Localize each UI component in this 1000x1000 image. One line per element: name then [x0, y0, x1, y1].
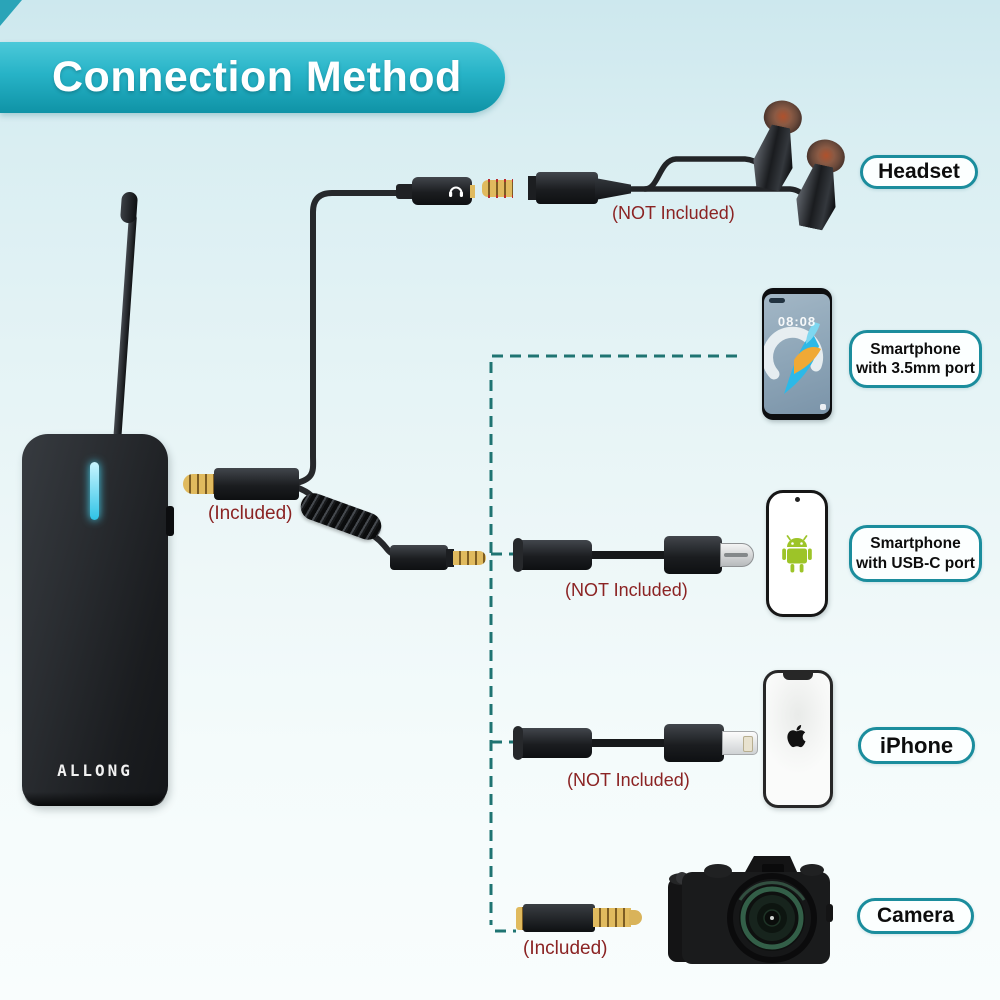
wallpaper-art [764, 322, 824, 394]
label-iphone: iPhone [858, 727, 975, 764]
label-smartphone-usbc-text: Smartphone with USB-C port [856, 535, 975, 572]
android-icon [782, 535, 812, 573]
usbc-connector-tip [720, 543, 754, 567]
headset-plug-red-mark-bottom [482, 195, 513, 198]
label-iphone-text: iPhone [879, 732, 954, 758]
camera-device [666, 848, 838, 973]
label-camera-text: Camera [876, 904, 955, 927]
iphone-notch [783, 672, 813, 680]
lightning-connector-body [664, 724, 724, 762]
headset-plug-ring [528, 176, 538, 200]
usbc-connector-slot [724, 553, 748, 557]
apple-logo-icon [787, 724, 806, 748]
receiver-side-button [166, 506, 174, 536]
label-headset: Headset [860, 155, 978, 189]
label-smartphone-35mm: Smartphone with 3.5mm port [849, 330, 982, 388]
label-smartphone-usbc: Smartphone with USB-C port [849, 525, 982, 582]
note-camera-adapter: (Included) [523, 938, 608, 959]
included-plug-left-body [214, 468, 299, 500]
receiver-to-jack-cable [289, 190, 419, 487]
usbc-adapter-jack-lip [513, 538, 523, 572]
corner-decoration [0, 0, 22, 26]
smartphone-35mm: 08:08 [762, 288, 832, 420]
female-jack-barrel [412, 177, 472, 205]
note-lightning-adapter: (NOT Included) [567, 770, 690, 790]
receiver-led-indicator [90, 462, 99, 520]
usbc-connector-body [664, 536, 722, 574]
lightning-adapter-jack [513, 726, 592, 760]
usbc-adapter-jack [513, 538, 592, 572]
front-camera-dot [795, 497, 800, 502]
camera-adapter-rim [516, 907, 525, 930]
note-headset: (NOT Included) [612, 203, 735, 223]
title-banner: Connection Method [0, 42, 505, 113]
headphone-icon [449, 186, 463, 197]
included-plug-left-tip [183, 474, 216, 494]
headset-plug-red-mark-top [482, 179, 513, 182]
page-title: Connection Method [52, 53, 462, 101]
lightning-connector-tip [722, 731, 758, 755]
included-plug-right-ring [446, 549, 454, 567]
smartphone-usbc [766, 490, 828, 617]
dashed-connection-route [489, 354, 737, 933]
camera-adapter-barrel [523, 904, 595, 932]
included-plug-right-tip [453, 551, 486, 565]
label-camera: Camera [857, 898, 974, 934]
camera-shortcut-icon [820, 404, 826, 410]
note-included-cable: (Included) [208, 503, 293, 524]
label-smartphone-35mm-text: Smartphone with 3.5mm port [856, 340, 975, 377]
label-headset-text: Headset [878, 160, 960, 183]
lightning-adapter-jack-lip [513, 726, 523, 760]
phone-clock: 08:08 [777, 314, 817, 329]
iphone-device [763, 670, 833, 808]
camera-illustration [668, 856, 833, 964]
included-plug-right-body [390, 545, 448, 570]
camera-adapter-plug [593, 908, 631, 927]
headset-plug-pins [482, 179, 513, 198]
female-jack-contacts [470, 185, 475, 198]
punch-hole-camera [769, 298, 785, 303]
receiver-antenna-tip [119, 191, 139, 224]
camera-adapter-plug-tip [629, 910, 642, 925]
headset-plug-body [536, 172, 598, 204]
wireless-receiver: ALLONG [22, 434, 174, 806]
smartphone-35mm-screen: 08:08 [764, 294, 830, 414]
headset-plug-strain-relief [595, 178, 631, 200]
note-usbc-adapter: (NOT Included) [565, 580, 688, 600]
lightning-contact [743, 736, 753, 752]
brand-logo: ALLONG [57, 761, 133, 780]
